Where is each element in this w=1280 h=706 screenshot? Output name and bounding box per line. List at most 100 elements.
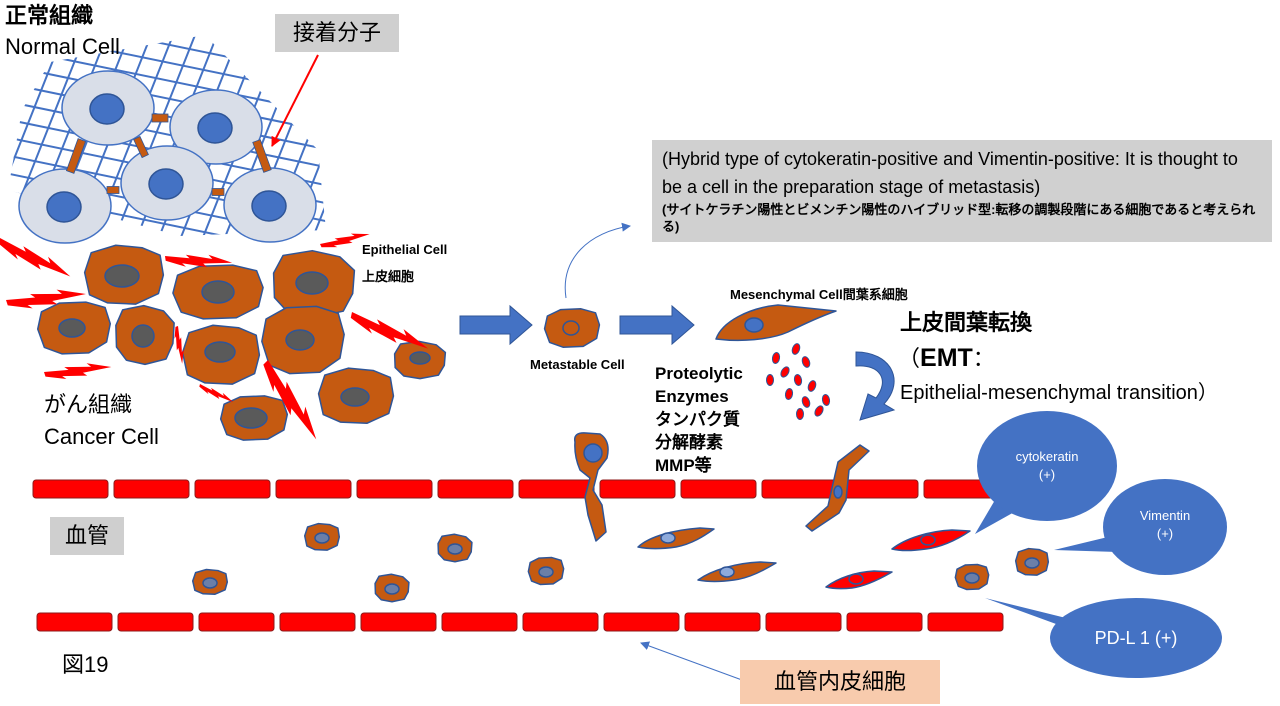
nucleus (285, 329, 315, 351)
bubble-body (1103, 479, 1227, 575)
bubble-tail (1054, 536, 1118, 552)
mmp-enzyme (791, 343, 801, 355)
nucleus (384, 583, 400, 595)
progress-arrow-2 (619, 304, 695, 346)
endothelial-cell (522, 612, 599, 632)
adhesion-molecule (211, 188, 225, 196)
cancer-tissue-title-ja: がん組織 (44, 392, 133, 417)
lightning-bolt (6, 289, 86, 309)
lightning-bolt (320, 233, 370, 248)
lightning-bolt (199, 384, 234, 403)
nucleus (848, 573, 864, 585)
endothelial-cell (761, 479, 838, 499)
enzymes-line: Enzymes (655, 387, 729, 406)
extravasating-cell (805, 444, 870, 532)
adhesion-molecule-label: 接着分子 (275, 14, 399, 52)
mmp-enzyme (784, 388, 794, 400)
circulating-tumor-cell (305, 524, 340, 551)
cancer-tissue-cells (38, 245, 446, 440)
emt-full-name: Epithelial-mesenchymal transition） (900, 382, 1218, 404)
mmp-enzyme (814, 405, 824, 417)
endothelial-cell (117, 612, 194, 632)
cancer-cell (395, 341, 446, 378)
enzymes-line: タンパク質 (655, 410, 740, 429)
normal-tissue-cells (18, 70, 317, 244)
adhesion-pointer-arrow (271, 54, 319, 147)
metastable-cell (545, 309, 600, 347)
endothelial-cell (194, 479, 271, 499)
circulating-tumor-cell (375, 574, 409, 601)
bubble-body (977, 411, 1117, 521)
progress-arrow-1 (459, 304, 533, 346)
mmp-enzyme (796, 408, 804, 420)
marker-positive-cell (825, 570, 893, 590)
nucleus (201, 280, 235, 304)
endothelial-cell (684, 612, 761, 632)
endothelial-cell (927, 612, 1004, 632)
intravasating-cell (573, 432, 609, 542)
metastable-cell-label: Metastable Cell (530, 357, 625, 372)
emt-curved-arrow (855, 351, 896, 421)
mmp-enzyme (793, 374, 803, 386)
nucleus (1024, 557, 1040, 569)
circulating-tumor-cell (955, 565, 988, 590)
hybrid-note-box: (Hybrid type of cytokeratin-positive and… (652, 140, 1272, 242)
nucleus (131, 324, 155, 348)
spindle-tumor-cell (637, 527, 715, 550)
nucleus (719, 566, 735, 578)
normal-cell (61, 70, 155, 146)
nucleus (314, 532, 330, 544)
emt-open-paren: （ (898, 346, 921, 371)
cancer-cell (116, 306, 174, 365)
blood-vessel-wall (32, 479, 1004, 632)
endothelial-cell-label: 血管内皮細胞 (740, 660, 940, 704)
mmp-enzyme (766, 374, 774, 386)
bubble-tail (985, 598, 1078, 632)
cancer-cell (262, 306, 344, 373)
cancer-cell (274, 251, 355, 318)
mmp-enzyme (807, 380, 817, 392)
endothelial-cell (437, 479, 514, 499)
nucleus (920, 534, 936, 546)
normal-cell (223, 167, 317, 243)
cell-membrane (637, 527, 715, 550)
endothelial-cell (356, 479, 433, 499)
mmp-enzyme (801, 356, 811, 368)
matrix-fiber (105, 35, 202, 236)
emt-colon: ： (972, 346, 995, 371)
lightning-bolt (44, 363, 112, 380)
endothelial-cell (599, 479, 676, 499)
bubble-body (1050, 598, 1222, 678)
vimentin-bubble: Vimentin (+) (1054, 479, 1227, 575)
nucleus (197, 112, 233, 144)
matrix-fiber (325, 35, 326, 236)
mmp-enzyme-dots (766, 343, 831, 420)
lightning-bolt (350, 312, 429, 349)
endothelial-cell (279, 612, 356, 632)
endothelial-cell (846, 612, 923, 632)
lightning-bolt (263, 360, 317, 440)
cytokeratin-marker-status: (+) (1039, 467, 1055, 482)
normal-cell (120, 145, 214, 221)
emt-title-ja: 上皮間葉転換 (900, 310, 1033, 335)
lightning-bolt (165, 254, 233, 268)
adhesion-molecule (106, 186, 120, 194)
normal-tissue-title-en: Normal Cell (5, 34, 120, 59)
mmp-enzyme (821, 394, 831, 406)
endothelial-cell (113, 479, 190, 499)
cytokeratin-bubble: cytokeratin (+) (975, 411, 1117, 534)
nucleus (204, 341, 236, 363)
pd-l1-bubble: PD-L 1 (+) (985, 598, 1222, 678)
nucleus (58, 318, 86, 338)
normal-cell (18, 168, 112, 244)
circulating-tumor-cell (528, 558, 563, 585)
endothelial-pointer-arrow (640, 641, 743, 681)
cell-membrane (715, 304, 837, 342)
adhesion-molecule (133, 135, 149, 159)
circulating-tumor-cells (193, 432, 1049, 602)
endothelial-cell (275, 479, 352, 499)
marker-positive-cell (891, 529, 971, 552)
hybrid-note-en: (Hybrid type of cytokeratin-positive and… (662, 149, 1238, 197)
matrix-fiber (436, 20, 531, 260)
